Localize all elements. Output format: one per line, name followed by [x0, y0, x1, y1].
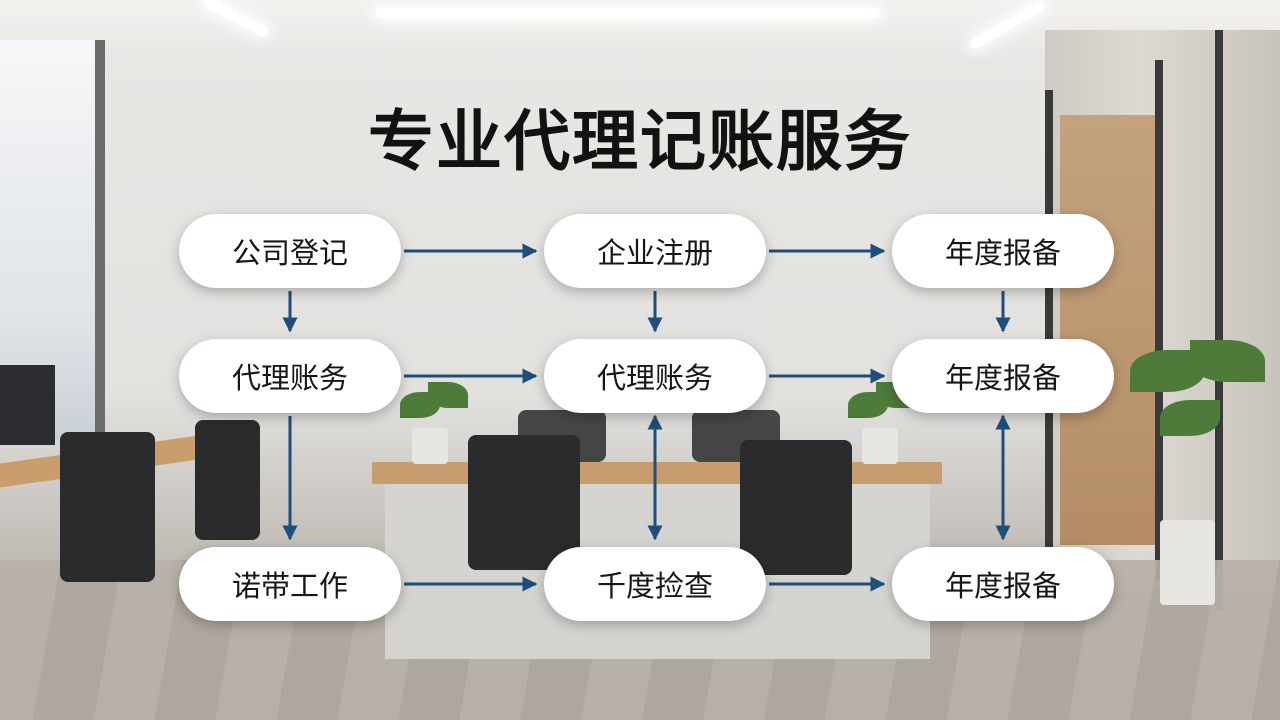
page-title: 专业代理记账服务 [368, 103, 912, 180]
node-work-item: 诺带工作 [179, 547, 401, 621]
glass-frame [1045, 90, 1053, 570]
node-enterprise-registration: 企业注册 [544, 214, 766, 288]
ceiling-light [375, 8, 880, 18]
office-chair [195, 420, 260, 540]
node-inspection: 千度捡查 [544, 547, 766, 621]
node-annual-filing-1: 年度报备 [892, 214, 1114, 288]
node-agency-accounting-2: 代理账务 [544, 339, 766, 413]
glass-frame [1215, 30, 1223, 610]
plant-pot [1160, 520, 1215, 605]
office-chair [518, 410, 606, 462]
monitor [0, 365, 55, 445]
wood-panel [1060, 115, 1155, 545]
office-chair [692, 410, 780, 462]
node-company-registration: 公司登记 [179, 214, 401, 288]
office-chair [740, 440, 852, 575]
plant-pot [412, 428, 448, 464]
plant-pot [862, 428, 898, 464]
office-chair [60, 432, 155, 582]
node-agency-accounting-1: 代理账务 [179, 339, 401, 413]
glass-frame [1155, 60, 1163, 580]
node-annual-filing-3: 年度报备 [892, 547, 1114, 621]
plant-leaf [1160, 400, 1220, 436]
node-annual-filing-2: 年度报备 [892, 339, 1114, 413]
